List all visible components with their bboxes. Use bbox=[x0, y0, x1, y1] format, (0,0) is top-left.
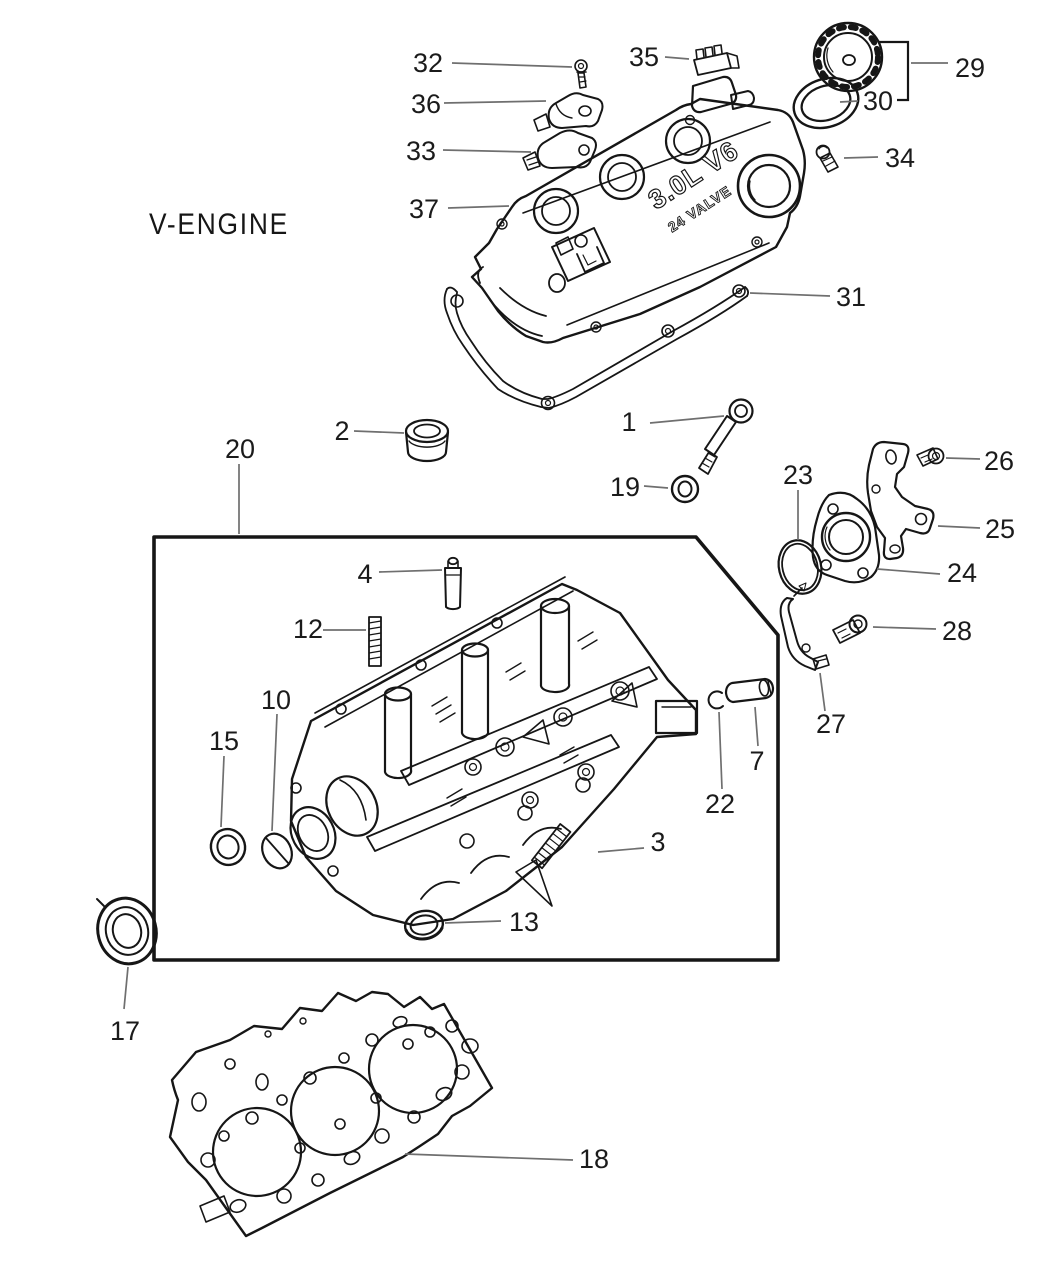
spark-plug-holes bbox=[532, 117, 712, 235]
bolt-1-drawing bbox=[698, 398, 754, 475]
callout-27: 27 bbox=[816, 709, 846, 739]
callout-23: 23 bbox=[783, 460, 813, 490]
callout-28: 28 bbox=[942, 616, 972, 646]
bolt-32-drawing bbox=[574, 59, 588, 89]
bracket-25-drawing bbox=[866, 440, 935, 561]
callout-2: 2 bbox=[334, 416, 349, 446]
cylinder-head-drawing bbox=[289, 576, 699, 927]
callout-7: 7 bbox=[749, 746, 764, 776]
callout-36: 36 bbox=[411, 89, 441, 119]
head-left-flange bbox=[289, 775, 379, 877]
bolt-26-drawing bbox=[916, 447, 945, 467]
bracket-27-drawing bbox=[779, 582, 830, 671]
cover-skirt-details bbox=[477, 266, 566, 337]
callout-12: 12 bbox=[293, 614, 323, 644]
cup-plug-10-drawing bbox=[261, 832, 293, 870]
callout-22: 22 bbox=[705, 789, 735, 819]
callout-24: 24 bbox=[947, 558, 977, 588]
callout-25: 25 bbox=[985, 514, 1015, 544]
valve-cover-drawing: 3.0L V6 24 VALVE bbox=[470, 75, 806, 344]
callout-29-bracket bbox=[879, 40, 910, 102]
labels: V-ENGINE 1 2 3 4 7 10 12 13 15 17 18 19 … bbox=[110, 42, 1015, 1174]
clip-35-drawing bbox=[693, 44, 740, 76]
seal-13-drawing bbox=[403, 909, 445, 941]
breather-elbow bbox=[690, 75, 755, 114]
callout-26: 26 bbox=[984, 446, 1014, 476]
oil-cap-oring-drawing bbox=[792, 76, 860, 130]
callout-35: 35 bbox=[629, 42, 659, 72]
callout-17: 17 bbox=[110, 1016, 140, 1046]
callout-10: 10 bbox=[261, 685, 291, 715]
head-gasket-drawing bbox=[168, 990, 494, 1238]
leader-lines bbox=[123, 40, 981, 1161]
valve-cover-gasket-drawing bbox=[443, 284, 750, 411]
callout-4: 4 bbox=[357, 559, 372, 589]
seal-15-drawing bbox=[209, 827, 247, 867]
callout-34: 34 bbox=[885, 143, 915, 173]
callout-15: 15 bbox=[209, 726, 239, 756]
housing-24-drawing bbox=[811, 491, 881, 584]
clamp-33-drawing bbox=[522, 129, 597, 171]
clamp-36-drawing bbox=[533, 92, 604, 132]
group-box-20 bbox=[152, 535, 780, 962]
washer-19-drawing bbox=[670, 474, 700, 504]
callout-13: 13 bbox=[509, 907, 539, 937]
callout-37: 37 bbox=[409, 194, 439, 224]
callout-3: 3 bbox=[650, 827, 665, 857]
snap-ring-22-drawing bbox=[707, 690, 724, 710]
bolt-34-drawing bbox=[815, 144, 839, 173]
oil-filler-opening bbox=[736, 153, 802, 219]
callout-29: 29 bbox=[955, 53, 985, 83]
callout-31: 31 bbox=[836, 282, 866, 312]
callout-30: 30 bbox=[863, 86, 893, 116]
seal-2-drawing bbox=[404, 418, 450, 463]
valve-guide-4-drawing bbox=[444, 556, 462, 611]
head-gasket-holes bbox=[191, 1015, 479, 1223]
cover-bolt-holes bbox=[496, 114, 763, 333]
callout-1: 1 bbox=[621, 407, 636, 437]
callout-32: 32 bbox=[413, 48, 443, 78]
stud-3-drawing bbox=[530, 823, 572, 870]
bolt-28-drawing bbox=[832, 614, 868, 644]
dowel-7-drawing bbox=[724, 677, 775, 704]
oring-23-drawing bbox=[777, 539, 823, 595]
seal-17-drawing bbox=[96, 896, 158, 966]
stud-12-drawing bbox=[368, 616, 382, 667]
callout-20: 20 bbox=[225, 434, 255, 464]
callout-33: 33 bbox=[406, 136, 436, 166]
callout-19: 19 bbox=[610, 472, 640, 502]
head-towers bbox=[383, 597, 571, 780]
callout-18: 18 bbox=[579, 1144, 609, 1174]
cover-front-boss bbox=[551, 227, 611, 282]
diagram-title: V-ENGINE bbox=[149, 208, 289, 241]
